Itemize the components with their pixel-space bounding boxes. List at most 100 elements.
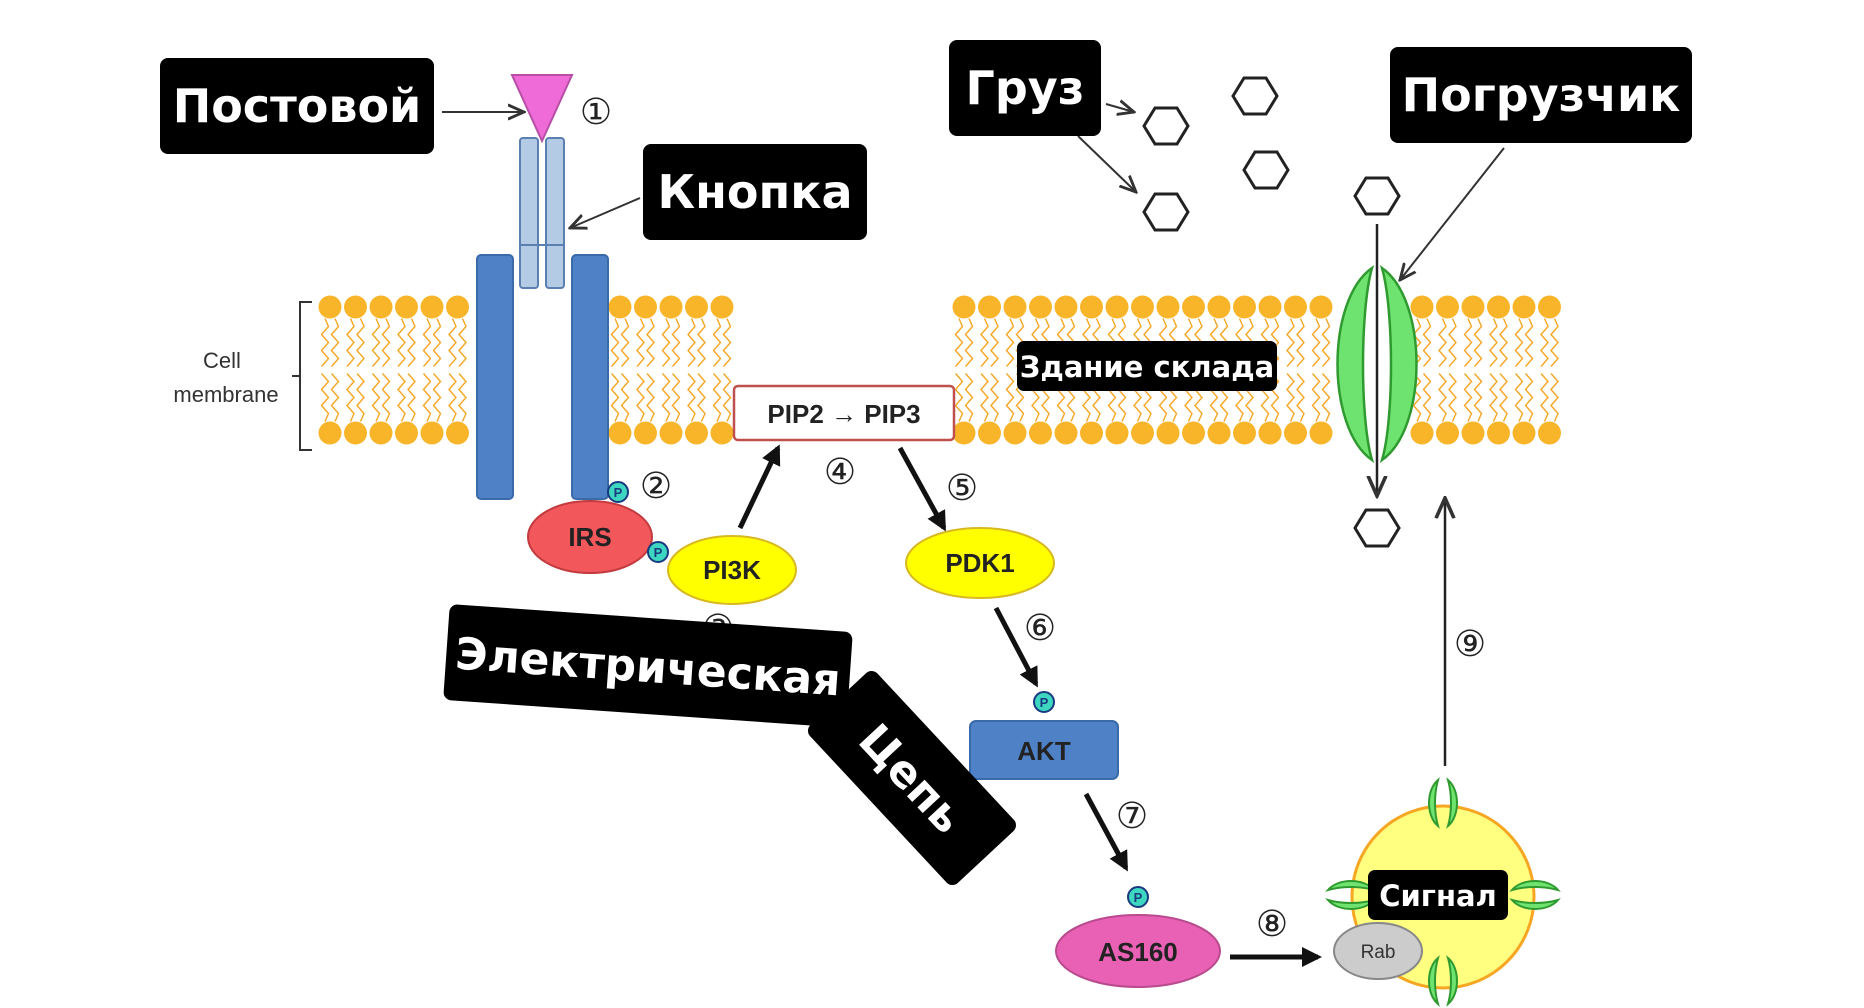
pi3k-node: PI3K [667,535,797,605]
lipid-tail [1540,373,1549,422]
lipid-head [1003,295,1027,319]
step-1: ① [580,92,612,133]
lipid-head [1436,295,1459,319]
lipid-tail [371,318,381,367]
lipid-tail [1270,318,1280,367]
lipid-tail [432,318,442,367]
lipid-head [318,295,342,319]
as160-node: AS160 [1055,914,1221,988]
lipid-tail [671,318,681,367]
lipid-head [1461,295,1485,319]
svg-text:Постовой: Постовой [173,79,422,133]
label-receptor-signal: Постовой [160,58,434,154]
lipid-tail [1422,318,1432,367]
lipid-head [685,295,708,319]
lipid-head [1054,295,1078,319]
lipid-tail [1005,373,1015,422]
lipid-tail [346,373,355,422]
lipid-tail [646,373,655,422]
lipid-head [1080,421,1103,445]
lipid-head [634,421,657,445]
lipid-tail [1524,373,1534,422]
svg-text:P: P [1040,695,1049,710]
akt-label: AKT [1017,736,1071,766]
arrow-pi3k-to-pip [737,444,781,530]
lipid-head [1436,421,1459,445]
lipid-head [420,295,444,319]
svg-text:P: P [654,545,663,560]
lipid-head [1029,421,1052,445]
lipid-tail [990,373,999,422]
rab-ellipse [1333,922,1423,980]
lipid-head [1080,295,1103,319]
lipid-tail [990,318,999,367]
glucose-molecules [1142,76,1401,548]
lipid-head [978,421,1001,445]
lipid-tail [646,318,655,367]
lipid-tail [712,373,722,422]
lipid-head [1233,295,1256,319]
lipid-tail [636,373,645,422]
lipid-tail [1473,318,1483,367]
lipid-head [1512,421,1536,445]
lipid-tail [1448,373,1457,422]
lipid-head [1284,295,1307,319]
step-6: ⑥ [1024,608,1056,649]
arrow-pdk1-to-akt [993,606,1039,688]
pip-label: PIP2 → PIP3 [767,399,920,429]
vesicle-glut-bottom [1428,955,1458,1007]
pdk1-label: PDK1 [945,548,1014,578]
svg-text:P: P [614,485,623,500]
glucose-hexagon [1353,508,1401,548]
lipid-tail [422,373,432,422]
lipid-tail [458,318,467,367]
lipid-head [710,421,734,445]
lipid-tail [330,318,340,367]
lipid-tail [620,373,630,422]
lipid-tail [1550,373,1559,422]
lipid-tail [448,318,457,367]
label-pathway-line1: Электрическая [443,604,853,728]
lipid-head [344,295,367,319]
lipid-head [1258,295,1282,319]
vesicle-glut-top [1428,777,1458,829]
svg-text:Сигнал: Сигнал [1379,879,1497,913]
svg-text:Погрузчик: Погрузчик [1402,68,1681,122]
lipid-tail [1540,318,1549,367]
lipid-tail [1438,318,1447,367]
lipid-tail [1005,318,1015,367]
lipid-head [1487,295,1510,319]
arrow-pip-to-pdk1 [897,446,947,532]
pointer-cargo-1 [1105,104,1134,112]
lipid-head [1309,295,1333,319]
lipid-tail [1448,318,1457,367]
lipid-tail [697,318,706,367]
lipid-head [1105,421,1129,445]
svg-text:Кнопка: Кнопка [657,165,852,219]
lipid-tail [1438,373,1447,422]
lipid-head [1258,421,1282,445]
glucose-hexagon [1142,106,1190,146]
lipid-tail [687,318,696,367]
lipid-head [344,421,367,445]
insulin-receptor [476,137,609,500]
svg-text:Груз: Груз [966,61,1085,115]
lipid-head [1207,421,1231,445]
lipid-tail [980,318,989,367]
lipid-head [659,295,683,319]
svg-text:P: P [1134,890,1143,905]
membrane-caption-line1: Cell [203,348,241,373]
lipid-tail [610,373,620,422]
lipid-head [395,421,418,445]
irs-ellipse [527,500,653,574]
glut4-left-half [1336,264,1375,464]
lipid-head [1309,421,1333,445]
lipid-tail [1286,373,1295,422]
lipid-tail [320,318,330,367]
lipid-head [1156,421,1180,445]
glut4-channel [1336,224,1418,496]
lipid-tail [1499,373,1508,422]
lipid-tail [407,373,416,422]
lipid-head [1207,295,1231,319]
